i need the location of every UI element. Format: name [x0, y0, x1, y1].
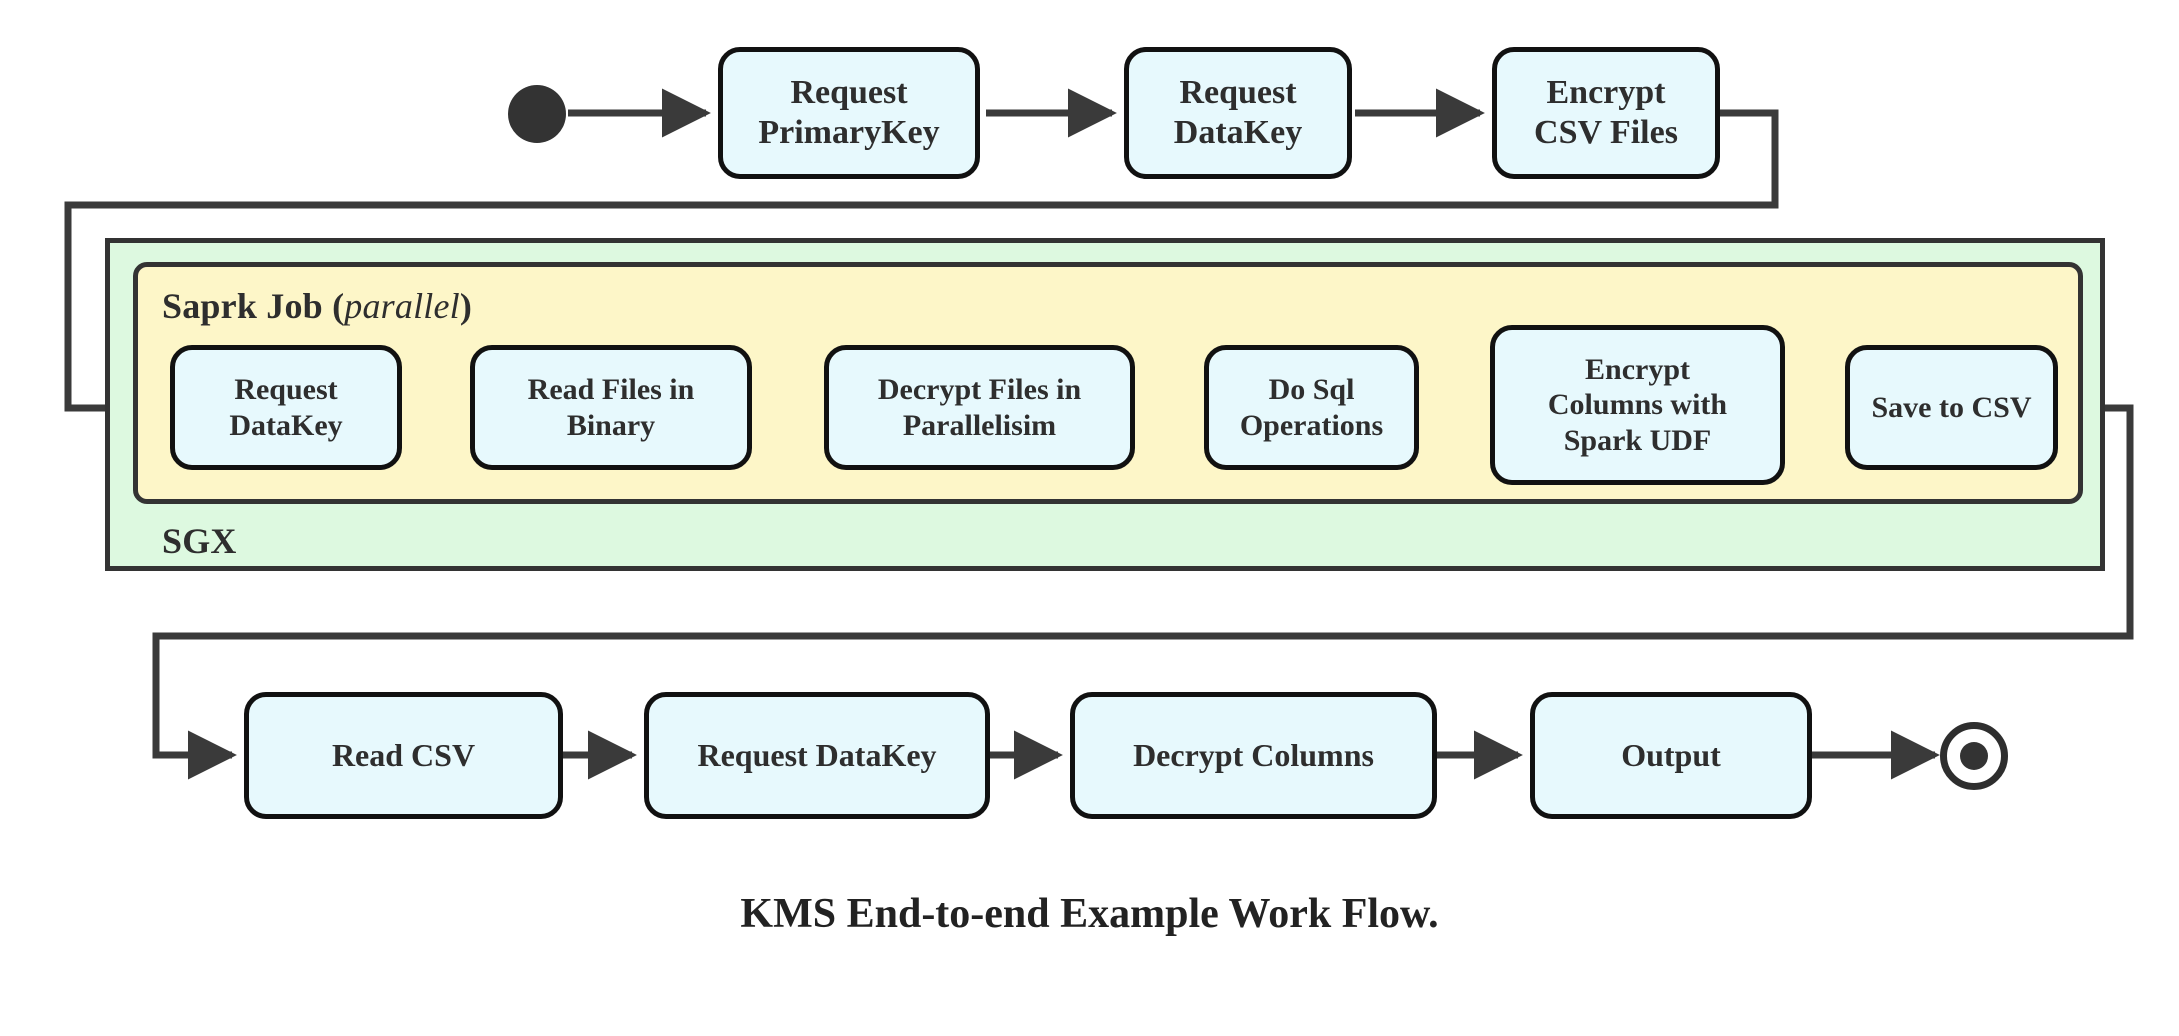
node-read-files-in-binary[interactable]: Read Files in Binary: [470, 345, 752, 470]
node-line: Parallelisim: [902, 408, 1057, 442]
node-output[interactable]: Output: [1530, 692, 1812, 819]
node-line: Request: [234, 373, 338, 407]
node-decrypt-columns[interactable]: Decrypt Columns: [1070, 692, 1437, 819]
spark-job-title: Saprk Job: [162, 286, 323, 326]
node-line: Decrypt Files in: [877, 373, 1082, 407]
node-request-datakey-top[interactable]: Request DataKey: [1124, 47, 1352, 179]
node-line: DataKey: [1173, 114, 1303, 151]
node-line: DataKey: [229, 408, 343, 442]
node-line: Encrypt: [1546, 73, 1666, 111]
spark-job-modifier-open: (: [332, 286, 345, 326]
edge-save-csv-to-read-csv: [152, 404, 2134, 780]
node-encrypt-columns-with-spark-udf[interactable]: Encrypt Columns with Spark UDF: [1490, 325, 1785, 485]
node-line: Read Files in: [527, 373, 695, 407]
node-read-csv[interactable]: Read CSV: [244, 692, 563, 819]
edge-encrypt-csv-to-spark-datakey: [64, 109, 1779, 433]
node-line: Request: [790, 73, 908, 111]
node-decrypt-files-in-parallelisim[interactable]: Decrypt Files in Parallelisim: [824, 345, 1135, 470]
node-line: Read CSV: [331, 736, 476, 773]
node-line: Columns with: [1547, 388, 1728, 422]
node-line: CSV Files: [1534, 114, 1678, 151]
node-line: PrimaryKey: [758, 114, 940, 151]
node-save-to-csv[interactable]: Save to CSV: [1845, 345, 2058, 470]
start-node: [508, 85, 566, 143]
node-line: Output: [1621, 736, 1721, 773]
node-request-datakey-spark[interactable]: Request DataKey: [170, 345, 402, 470]
node-do-sql-operations[interactable]: Do Sql Operations: [1204, 345, 1419, 470]
node-line: Spark UDF: [1563, 423, 1712, 457]
spark-job-modifier: parallel: [344, 286, 460, 326]
end-node: [1940, 722, 2008, 790]
node-line: Do Sql: [1268, 373, 1355, 407]
node-request-primarykey[interactable]: Request PrimaryKey: [718, 47, 980, 179]
node-line: Request DataKey: [697, 736, 937, 773]
spark-job-label: Saprk Job (parallel): [162, 285, 472, 327]
spark-job-modifier-close: ): [459, 286, 473, 326]
sgx-label: SGX: [162, 521, 237, 561]
node-request-datakey-bottom[interactable]: Request DataKey: [644, 692, 990, 819]
node-line: Request: [1179, 73, 1297, 111]
diagram-caption: KMS End-to-end Example Work Flow.: [740, 891, 1439, 937]
node-line: Operations: [1239, 408, 1384, 442]
node-line: Save to CSV: [1871, 390, 2032, 424]
node-encrypt-csv-files[interactable]: Encrypt CSV Files: [1492, 47, 1720, 179]
node-line: Decrypt Columns: [1133, 736, 1374, 773]
node-line: Binary: [566, 408, 656, 442]
node-line: Encrypt: [1585, 352, 1690, 386]
end-node-core: [1959, 741, 1989, 771]
